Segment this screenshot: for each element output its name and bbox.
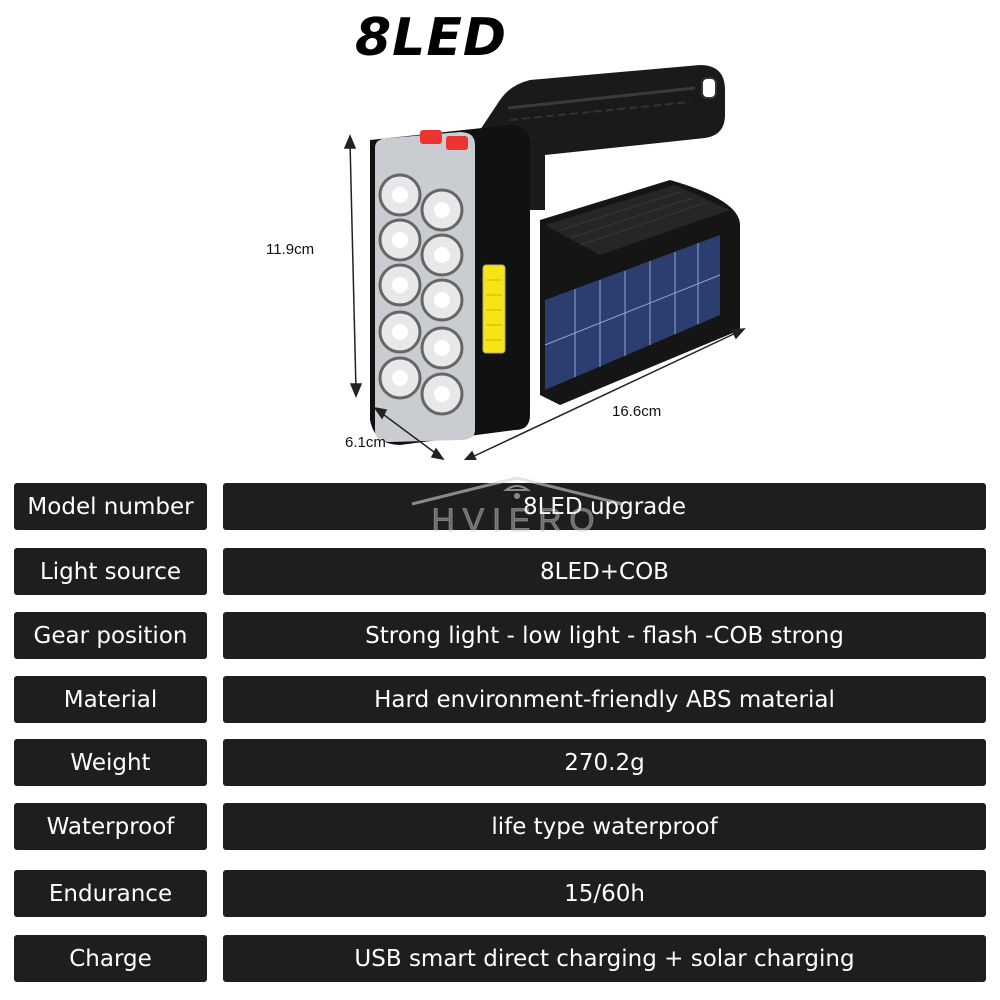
spec-row-model: Model number 8LED upgrade	[14, 483, 986, 530]
spec-row-gear-position: Gear position Strong light - low light -…	[14, 612, 986, 659]
height-dimension: 11.9cm	[266, 241, 315, 258]
spec-value: 8LED upgrade	[223, 483, 986, 530]
flashlight-image	[343, 65, 746, 460]
spec-value: 8LED+COB	[223, 548, 986, 595]
length-dimension: 16.6cm	[612, 403, 662, 420]
spec-value: life type waterproof	[223, 803, 986, 850]
spec-row-light-source: Light source 8LED+COB	[14, 548, 986, 595]
spec-value: Strong light - low light - flash -COB st…	[223, 612, 986, 659]
spec-label: Waterproof	[14, 803, 207, 850]
spec-value: USB smart direct charging + solar chargi…	[223, 935, 986, 982]
spec-row-material: Material Hard environment-friendly ABS m…	[14, 676, 986, 723]
spec-label: Charge	[14, 935, 207, 982]
depth-dimension: 6.1cm	[345, 434, 386, 451]
spec-label: Material	[14, 676, 207, 723]
spec-label: Model number	[14, 483, 207, 530]
spec-row-waterproof: Waterproof life type waterproof	[14, 803, 986, 850]
spec-label: Endurance	[14, 870, 207, 917]
spec-row-endurance: Endurance 15/60h	[14, 870, 986, 917]
spec-value: 270.2g	[223, 739, 986, 786]
spec-value: 15/60h	[223, 870, 986, 917]
spec-label: Light source	[14, 548, 207, 595]
spec-row-weight: Weight 270.2g	[14, 739, 986, 786]
spec-label: Gear position	[14, 612, 207, 659]
spec-value: Hard environment-friendly ABS material	[223, 676, 986, 723]
spec-label: Weight	[14, 739, 207, 786]
product-title: 8LED	[355, 8, 508, 68]
spec-row-charge: Charge USB smart direct charging + solar…	[14, 935, 986, 982]
